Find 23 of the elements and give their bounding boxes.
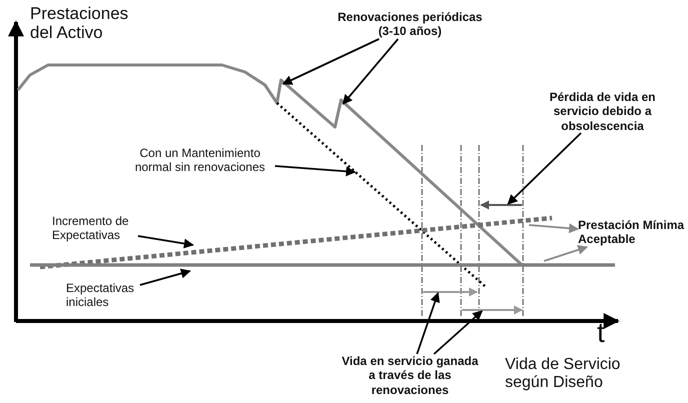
leader-line bbox=[544, 245, 588, 262]
leader-line bbox=[274, 165, 356, 176]
annotation-text: Renovaciones periódicas (3-10 años) bbox=[335, 10, 485, 39]
annotation-text: Prestación Mínima Aceptable bbox=[578, 218, 687, 247]
leader-line bbox=[140, 268, 191, 286]
axis-annotation: Vida de Servicio según Diseño bbox=[505, 356, 622, 392]
duration-arrow bbox=[480, 200, 522, 210]
leader-line bbox=[138, 235, 194, 248]
annotation-text: Expectativas iniciales bbox=[66, 281, 140, 310]
duration-arrow bbox=[462, 306, 523, 314]
leader-line bbox=[282, 38, 380, 85]
leader-line bbox=[433, 310, 483, 355]
leader-line bbox=[342, 38, 399, 105]
duration-arrow bbox=[423, 288, 478, 296]
axis-title: Prestaciones del Activo bbox=[30, 5, 130, 42]
annotation-text: Incremento de Expectativas bbox=[52, 214, 138, 243]
annotation-text: Con un Mantenimiento normal sin renovaciones bbox=[125, 146, 275, 175]
annotation-text: Vida en servicio ganada a través de las renovaciones bbox=[340, 354, 480, 398]
leader-line bbox=[528, 223, 579, 234]
leader-line bbox=[416, 292, 440, 354]
axis-label: t bbox=[597, 318, 606, 349]
leader-line bbox=[507, 132, 582, 205]
annotation-text: Pérdida de vida en servicio debido a obsolescencia bbox=[540, 90, 665, 134]
